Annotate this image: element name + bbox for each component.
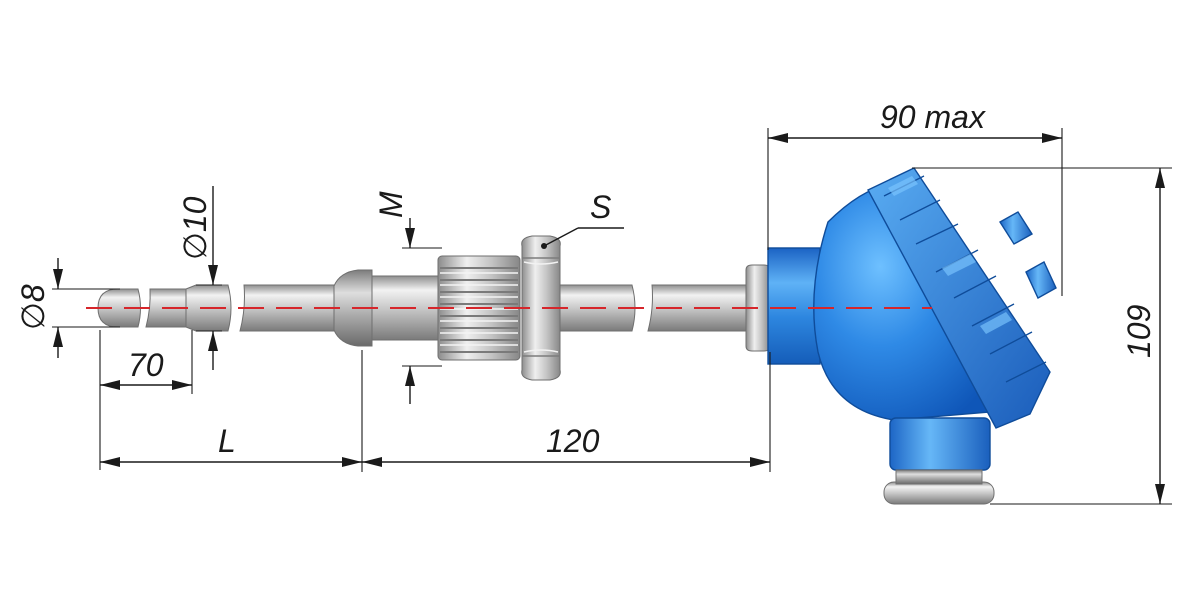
label-sheath-diameter: ∅10 — [177, 196, 213, 260]
cable-gland — [889, 417, 991, 471]
lid-screws — [999, 211, 1057, 299]
head-lid — [867, 167, 1051, 429]
dim-head-width: 90 max — [767, 99, 1063, 296]
dim-lengths: L 120 — [100, 350, 771, 472]
hex-nut — [521, 235, 561, 381]
probe-body — [97, 235, 771, 381]
probe-tip — [97, 288, 141, 328]
label-wrench-size: S — [590, 189, 611, 225]
dim-head-height: 109 — [912, 167, 1172, 505]
connection-head — [767, 167, 1057, 505]
label-extension-length: 120 — [546, 423, 600, 459]
label-probe-diameter: ∅8 — [15, 284, 51, 330]
label-head-width: 90 max — [880, 99, 986, 135]
dim-wrench: S — [541, 189, 624, 249]
label-head-height: 109 — [1121, 304, 1157, 358]
dim-thread: M — [373, 191, 442, 404]
head-neck — [767, 247, 821, 365]
dim-probe-diameter: ∅8 — [15, 258, 120, 358]
dim-tip-length: 70 — [99, 330, 193, 470]
dim-sheath-diameter: ∅10 — [177, 186, 222, 370]
label-tip-length: 70 — [128, 347, 164, 383]
label-thread: M — [373, 191, 409, 218]
gland-ring — [883, 481, 995, 505]
label-immersion-length: L — [218, 423, 236, 459]
